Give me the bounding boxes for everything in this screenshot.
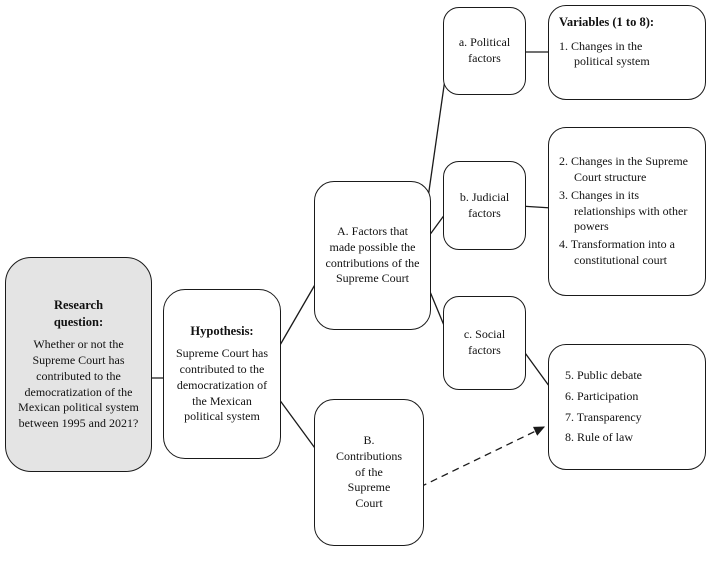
factors-box: A. Factors that made possible the contri… bbox=[314, 181, 431, 330]
edge-contributions-social-variables-dashed-arrow bbox=[419, 426, 546, 488]
variable-item-3: 3. Changes in its relationships with oth… bbox=[559, 187, 688, 234]
political-variables-box: Variables (1 to 8): 1. Changes in the po… bbox=[548, 5, 706, 100]
variable-item-6: 6. Participation bbox=[565, 388, 639, 403]
factors-label: A. Factors that made possible the contri… bbox=[325, 223, 420, 286]
hypothesis-box: Hypothesis: Supreme Court has contribute… bbox=[163, 289, 281, 459]
judicial-factors-label: b. Judicial factors bbox=[459, 189, 510, 220]
social-variables-box: 5. Public debate 6. Participation 7. Tra… bbox=[548, 344, 706, 470]
variable-item-2: 2. Changes in the Supreme Court structur… bbox=[559, 154, 688, 184]
research-question-body: Whether or not the Supreme Court has con… bbox=[18, 337, 139, 431]
variables-heading: Variables (1 to 8): bbox=[559, 15, 655, 29]
contributions-box: B. Contributions of the Supreme Court bbox=[314, 399, 424, 546]
variable-item-1: 1. Changes in the political system bbox=[559, 38, 650, 69]
political-factors-box: a. Political factors bbox=[443, 7, 526, 95]
variable-item-7: 7. Transparency bbox=[565, 409, 642, 424]
hypothesis-body: Supreme Court has contributed to the dem… bbox=[176, 346, 268, 424]
political-factors-label: a. Political factors bbox=[458, 35, 511, 65]
judicial-variables-box: 2. Changes in the Supreme Court structur… bbox=[548, 127, 706, 296]
research-question-box: Research question: Whether or not the Su… bbox=[5, 257, 152, 472]
edge-hypothesis-contributions bbox=[275, 394, 321, 456]
social-factors-box: c. Social factors bbox=[443, 296, 526, 390]
hypothesis-title: Hypothesis: bbox=[190, 323, 254, 338]
variable-item-5: 5. Public debate bbox=[565, 367, 642, 382]
variable-item-4: 4. Transformation into a constitutional … bbox=[559, 237, 675, 268]
social-factors-label: c. Social factors bbox=[463, 327, 506, 357]
variable-item-8: 8. Rule of law bbox=[565, 430, 633, 445]
edge-hypothesis-factors bbox=[275, 275, 321, 353]
judicial-factors-box: b. Judicial factors bbox=[443, 161, 526, 250]
contributions-label: B. Contributions of the Supreme Court bbox=[335, 432, 402, 511]
research-question-title: Research question: bbox=[53, 298, 104, 329]
